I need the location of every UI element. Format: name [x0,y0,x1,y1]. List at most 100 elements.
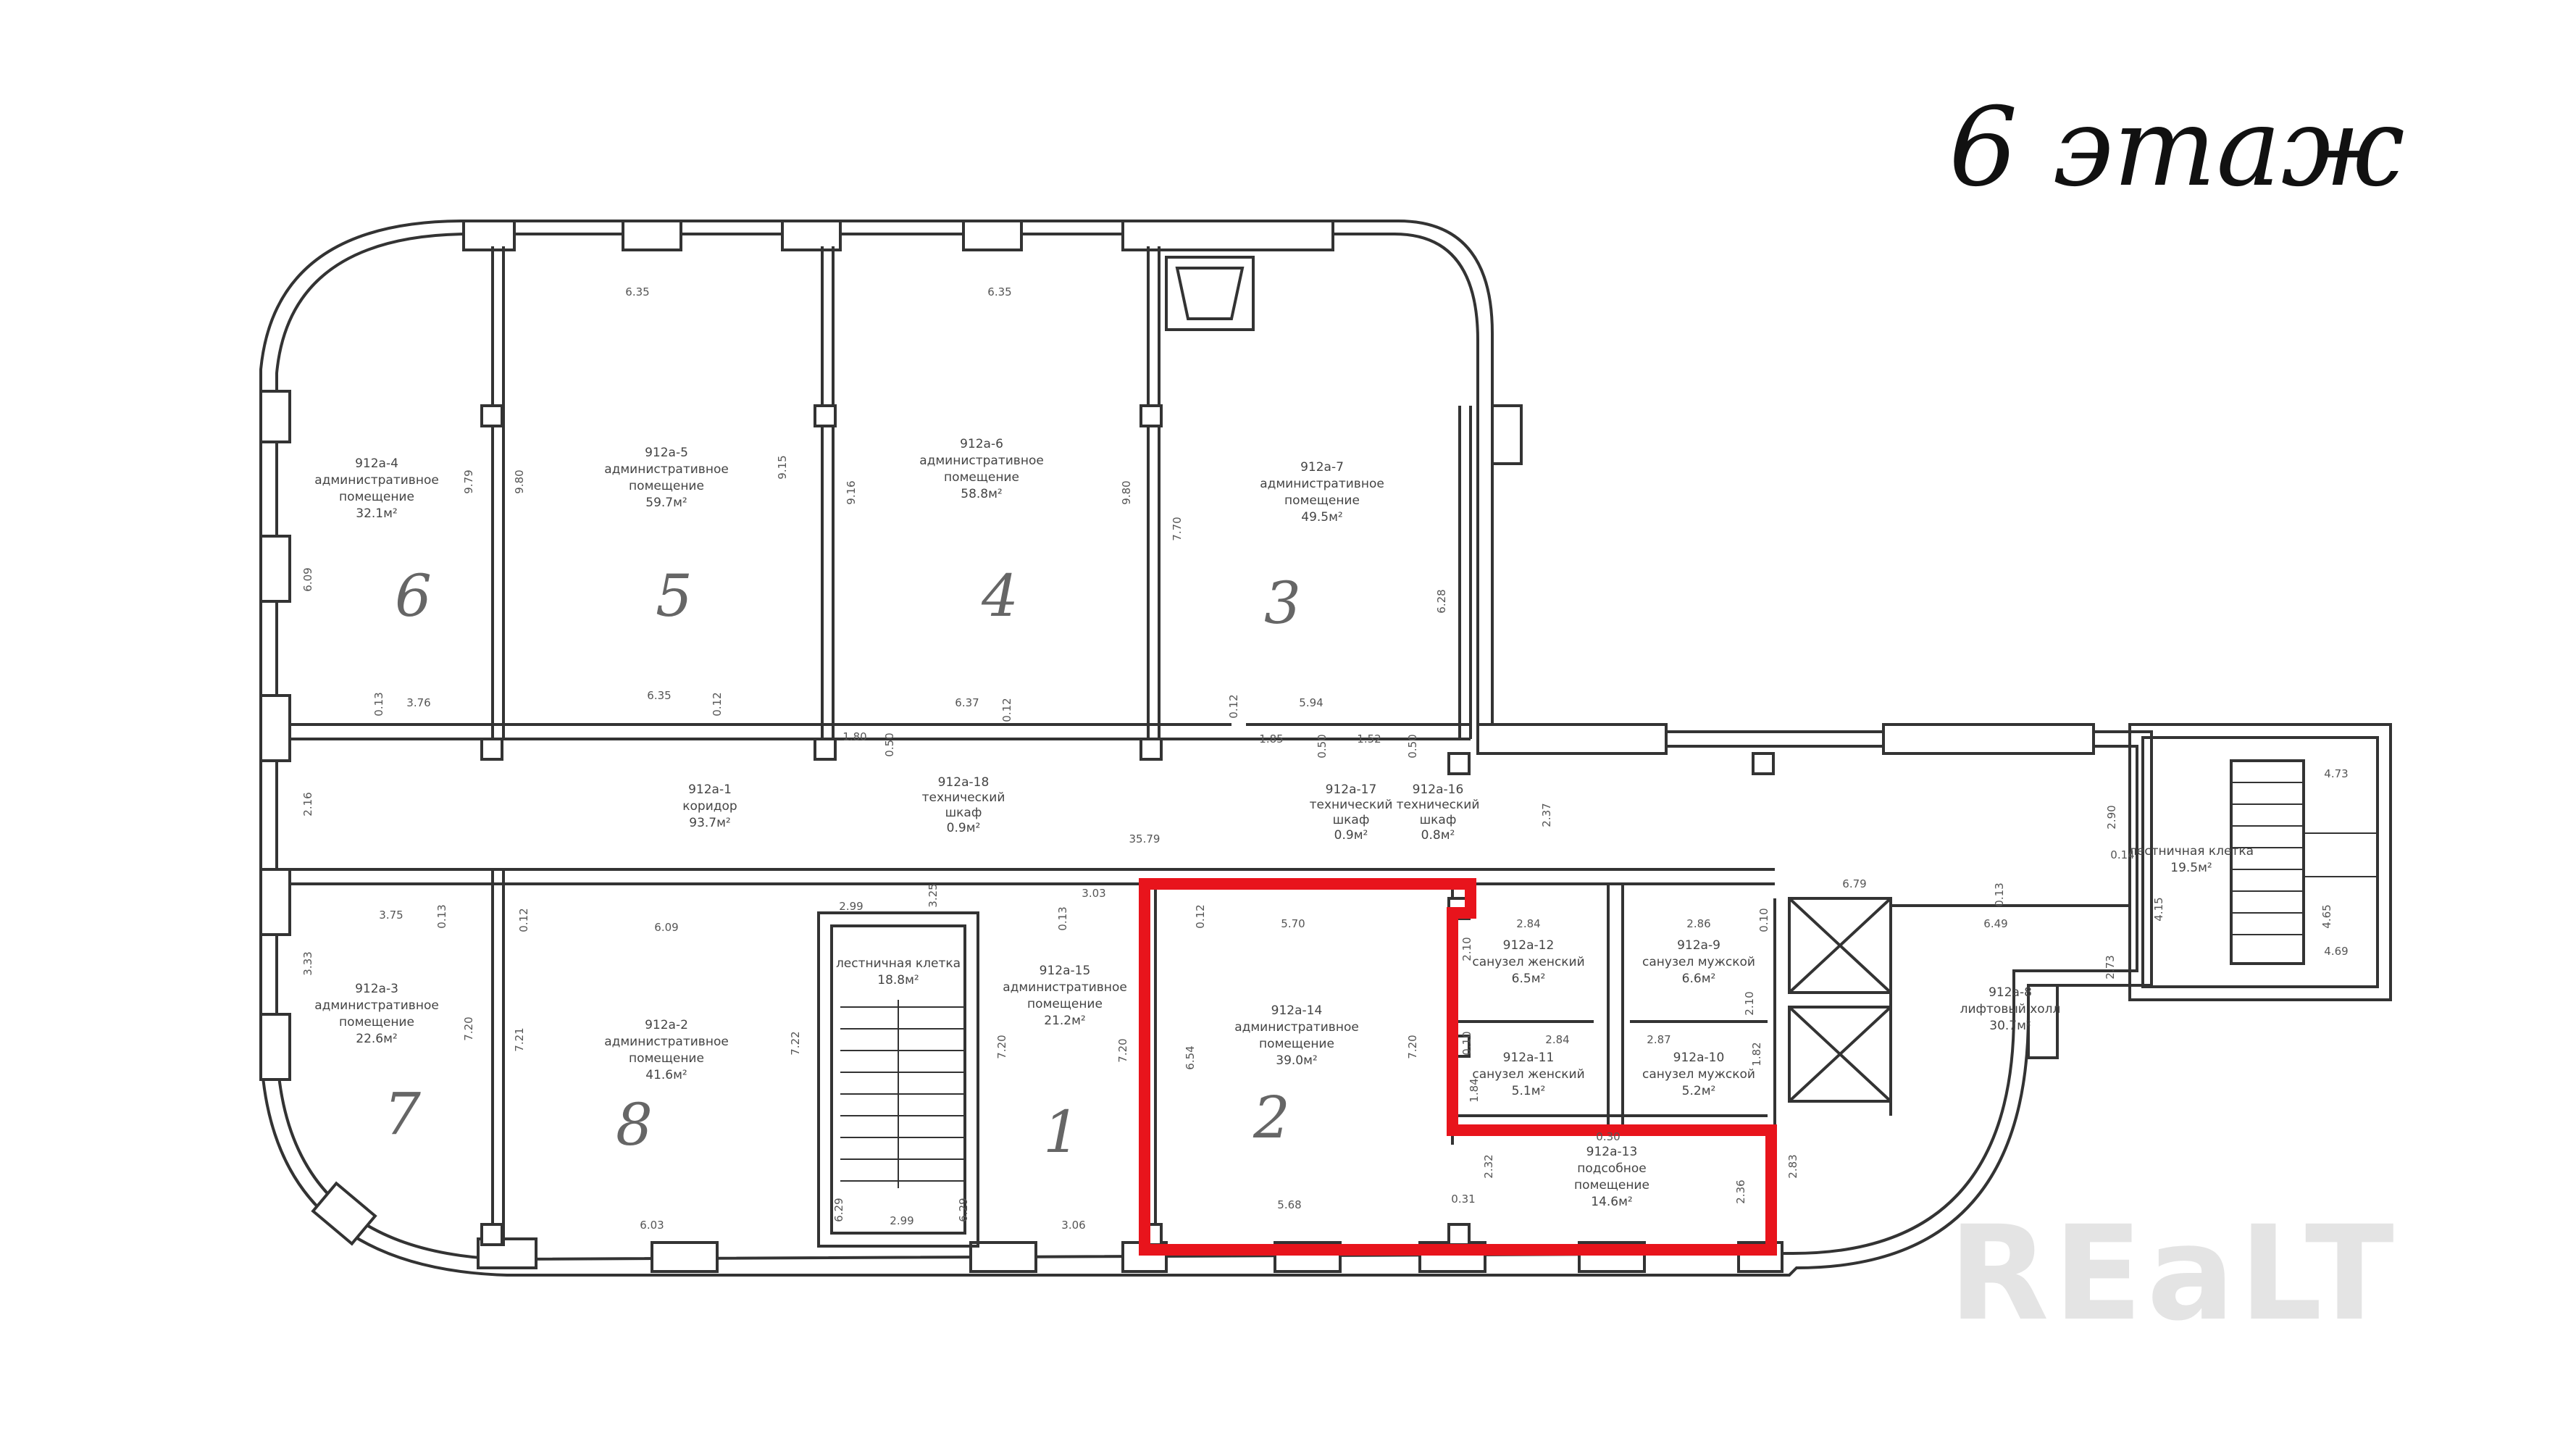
dimension-label: 9.80 [513,469,526,493]
room-numbers: 6 5 4 3 7 8 1 2 [384,562,1301,1166]
room-name: лифтовый холл [1960,1002,2061,1016]
room-code: 912а-8 [1989,985,2032,1000]
dimension-label: 35.79 [1129,832,1161,845]
dimension-label: 2.99 [890,1214,913,1227]
room-name: помещение [629,1051,704,1066]
room-code: 912а-9 [1677,938,1720,953]
room-name: технический [922,790,1005,805]
dimension-label: 0.13 [372,692,385,716]
room-code: 912а-6 [960,437,1003,451]
dimension-label: 6.35 [625,285,649,298]
room-area: 39.0м² [1276,1053,1318,1068]
dimension-label: 7.70 [1171,517,1184,540]
dimension-label: 2.84 [1516,917,1540,930]
room-code: 912а-5 [645,446,688,460]
dimension-label: 9.80 [1120,480,1133,504]
dimension-label: 2.73 [2104,955,2117,979]
dimension-label: 6.54 [1184,1045,1197,1069]
dimension-label: 6.35 [987,285,1011,298]
room-code: 912а-4 [355,456,398,471]
room-number-5: 5 [656,562,693,630]
room-area: 19.5м² [2170,861,2212,875]
room-code: 912а-15 [1040,964,1091,978]
room-area: 0.9м² [1334,828,1368,843]
room-code: 912а-13 [1586,1145,1638,1159]
dimension-label: 0.12 [1227,694,1240,718]
dimension-label: 0.30 [1596,1130,1620,1143]
room-name: административное [604,462,729,477]
dimension-label: 0.12 [1000,698,1013,722]
outer-wall [259,220,2153,1277]
dimension-label: 3.33 [301,951,314,975]
room-area: 30.7м² [1989,1019,2031,1033]
room-area: 58.8м² [961,487,1003,501]
dimension-label: 0.12 [517,908,530,932]
dimension-label: 7.20 [1406,1035,1419,1058]
dimension-label: 7.20 [1116,1038,1129,1062]
dimension-label: 7.20 [462,1016,475,1040]
room-name: технический [1397,798,1480,812]
dimension-label: 3.03 [1082,887,1105,900]
room-name: лестничная клетка [836,956,961,971]
dimension-label: 7.20 [995,1035,1008,1058]
dimension-label: 1.80 [842,730,866,743]
room-name: подсобное [1577,1161,1646,1176]
room-name: помещение [339,1015,414,1030]
dimension-label: 2.32 [1482,1154,1495,1178]
room-code: 912а-12 [1503,938,1555,953]
room-name: административное [604,1035,729,1049]
dimension-label: 2.99 [839,900,863,913]
room-code: 912а-1 [688,782,732,797]
room-name: административное [1260,477,1384,491]
dimension-label: 4.69 [2324,945,2348,958]
floor-title: 6 этаж [1949,85,2404,211]
columns [480,404,1775,1246]
room-area: 0.9м² [947,821,981,835]
dimension-label: 2.10 [1743,991,1756,1015]
room-name: помещение [944,470,1019,485]
dimension-label: 9.16 [845,480,858,504]
dimension-label: 6.03 [640,1219,664,1232]
dimension-label: 0.14 [2110,848,2134,861]
dimension-label: 2.36 [1734,1179,1747,1203]
room-area: 18.8м² [877,973,919,987]
dimension-label: 5.94 [1299,696,1323,709]
dimension-label: 0.50 [883,732,896,756]
right-stair-tower [2128,723,2392,1001]
dimension-label: 6.79 [1842,877,1866,890]
room-area: 93.7м² [689,816,731,830]
room-area: 32.1м² [356,506,398,521]
dimension-label: 9.15 [776,455,789,479]
dimension-label: 2.84 [1545,1033,1569,1046]
dimension-label: 7.22 [789,1031,802,1055]
room-area: 5.1м² [1512,1084,1546,1098]
room-number-2: 2 [1253,1084,1290,1151]
room-area: 22.6м² [356,1032,398,1046]
room-name: административное [1003,980,1127,995]
room-name: лестничная клетка [2129,844,2254,859]
dimension-label: 6.37 [955,696,979,709]
room-name: административное [314,998,439,1013]
dimension-label: 0.10 [1757,908,1770,932]
room-area: 0.8м² [1421,828,1455,843]
dimension-label: 0.50 [1406,734,1419,758]
dimension-label: 9.79 [462,469,475,493]
room-code: 912а-10 [1673,1051,1725,1065]
room-name: коридор [682,799,737,814]
room-name: санузел женский [1472,955,1584,969]
dimension-label: 1.82 [1750,1042,1763,1066]
stair-treads [840,1000,963,1188]
room-code: 912а-11 [1503,1051,1555,1065]
room-name: технический [1310,798,1393,812]
dimension-label: 3.76 [406,696,430,709]
room-name: помещение [629,479,704,493]
dimension-label: 2.10 [1460,937,1473,961]
room-area: 21.2м² [1044,1014,1086,1028]
dimension-label: 3.06 [1061,1219,1085,1232]
dimension-label: 4.65 [2320,904,2333,928]
room-name: санузел женский [1472,1067,1584,1082]
room-name: санузел мужской [1642,1067,1755,1082]
dimension-label: 0.12 [711,692,724,716]
dimension-label: 0.31 [1451,1193,1475,1206]
